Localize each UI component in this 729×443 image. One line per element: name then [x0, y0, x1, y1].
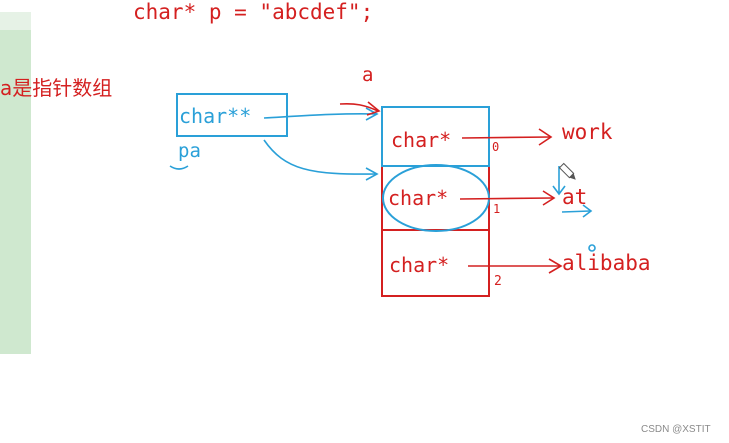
cell1-index: 1: [493, 202, 501, 216]
cell1-type: char*: [388, 186, 449, 210]
at-right-arrow: [561, 210, 591, 213]
cell0-index: 0: [492, 140, 500, 154]
a-arrow: [339, 102, 379, 112]
arrow-cell0: [461, 136, 551, 139]
pointer-type-label: char**: [179, 104, 252, 128]
pa-arrow-to-cell0: [263, 113, 377, 119]
target-string-alibaba: alibaba: [562, 251, 651, 275]
pa-arrow-to-cell1-head: [365, 167, 379, 181]
target-string-at: at: [562, 185, 588, 209]
arrow-cell0-head: [538, 128, 553, 146]
arrow-cell1-head: [542, 190, 556, 206]
watermark: CSDN @XSTIT: [641, 424, 711, 435]
alibaba-dot: [588, 244, 596, 252]
target-string-work: work: [562, 120, 613, 144]
pa-underline: [169, 165, 189, 170]
pointer-box: [176, 93, 288, 137]
pa-arrow-to-cell0-head: [365, 107, 379, 121]
pa-arrow-to-cell1: [263, 139, 377, 175]
arrow-cell2-head: [548, 258, 563, 274]
cell2-index: 2: [494, 274, 502, 289]
a-arrow-head: [366, 101, 381, 116]
arrow-cell1: [459, 197, 554, 200]
cell2-type: char*: [389, 253, 450, 277]
cell0-type: char*: [391, 128, 452, 152]
pointer-name-label: pa: [178, 140, 201, 162]
array-label: a: [362, 64, 374, 86]
side-panel: [0, 12, 31, 354]
pencil-icon: [558, 162, 576, 180]
at-down-arrow-head: [552, 185, 566, 196]
side-panel-highlight: [0, 12, 31, 30]
code-line: char* p = "abcdef";: [133, 0, 374, 24]
at-right-arrow-head: [582, 204, 593, 218]
caption: a是指针数组: [0, 76, 113, 100]
